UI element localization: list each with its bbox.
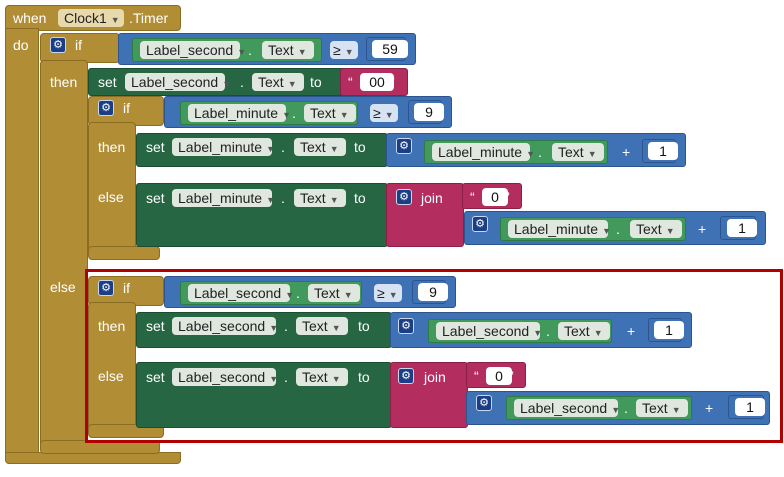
join-keyword: join — [421, 190, 443, 206]
dot-separator: . — [284, 318, 288, 334]
close-quote: ” — [509, 368, 514, 384]
plus-operator: + — [622, 144, 631, 160]
outer-if-rail — [40, 60, 88, 452]
if-keyword: if — [75, 37, 82, 53]
dot-separator: . — [296, 285, 300, 301]
dot-separator: . — [292, 105, 296, 121]
dot-separator: . — [248, 42, 252, 58]
dot-separator: . — [281, 139, 285, 155]
component-dropdown[interactable]: Label_minute▼ — [432, 143, 535, 161]
property-dropdown[interactable]: Text▼ — [558, 322, 610, 340]
property-dropdown[interactable]: Text▼ — [308, 284, 360, 302]
property-dropdown[interactable]: Text▼ — [262, 41, 314, 59]
mutator-gear-icon[interactable]: ⚙ — [398, 318, 414, 334]
join-keyword: join — [424, 369, 446, 385]
mutator-gear-icon[interactable]: ⚙ — [396, 189, 412, 205]
property-dropdown[interactable]: Text▼ — [552, 143, 604, 161]
component-dropdown[interactable]: Label_second▼ — [188, 284, 294, 302]
inner-if-minute-footer — [88, 246, 160, 260]
component-dropdown[interactable]: Label_minute▼ — [172, 138, 275, 156]
component-dropdown[interactable]: Label_second▼ — [172, 317, 278, 335]
mutator-gear-icon[interactable]: ⚙ — [98, 100, 114, 116]
component-dropdown[interactable]: Label_second▼ — [436, 322, 542, 340]
property-dropdown[interactable]: Text▼ — [296, 368, 348, 386]
inner-if-second-rail — [88, 302, 136, 434]
text-value[interactable]: 0 — [482, 188, 508, 206]
property-dropdown[interactable]: Text▼ — [294, 138, 346, 156]
do-keyword: do — [13, 37, 29, 53]
number-value[interactable]: 1 — [727, 219, 757, 237]
plus-operator: + — [698, 221, 707, 237]
then-keyword: then — [98, 318, 126, 334]
number-value[interactable]: 9 — [418, 283, 448, 301]
do-body-rail — [5, 28, 39, 460]
to-keyword: to — [354, 190, 366, 206]
component-dropdown[interactable]: Label_second▼ — [172, 368, 278, 386]
set-keyword: set — [146, 190, 165, 206]
property-dropdown[interactable]: Text▼ — [296, 317, 348, 335]
property-dropdown[interactable]: Text▼ — [304, 104, 356, 122]
highlight-box — [85, 269, 783, 443]
close-quote: ” — [505, 189, 510, 205]
property-dropdown[interactable]: Text▼ — [630, 220, 682, 238]
else-keyword: else — [98, 368, 124, 384]
open-quote: “ — [470, 189, 475, 205]
number-value[interactable]: 1 — [648, 142, 678, 160]
inner-if-minute-rail — [88, 122, 136, 254]
dot-separator: . — [284, 369, 288, 385]
component-dropdown[interactable]: Label_minute▼ — [172, 189, 275, 207]
clock-component-dropdown[interactable]: Clock1▼ — [58, 9, 124, 27]
set-keyword: set — [146, 369, 165, 385]
property-dropdown[interactable]: Text▼ — [636, 399, 688, 417]
property-dropdown[interactable]: Text▼ — [252, 73, 304, 91]
mutator-gear-icon[interactable]: ⚙ — [50, 37, 66, 53]
property-dropdown[interactable]: Text▼ — [294, 189, 346, 207]
set-keyword: set — [146, 139, 165, 155]
when-keyword: when — [13, 10, 47, 26]
text-value[interactable]: 0 — [486, 367, 512, 385]
dot-separator: . — [240, 74, 244, 90]
then-keyword: then — [50, 74, 78, 90]
dot-separator: . — [281, 190, 285, 206]
to-keyword: to — [310, 74, 322, 90]
set-keyword: set — [98, 74, 117, 90]
mutator-gear-icon[interactable]: ⚙ — [396, 138, 412, 154]
timer-event-label: .Timer — [129, 10, 169, 26]
open-quote: “ — [348, 74, 353, 90]
operator-dropdown[interactable]: ≥▼ — [330, 41, 358, 59]
component-dropdown[interactable]: Label_minute▼ — [188, 104, 291, 122]
component-dropdown[interactable]: Label_second▼ — [140, 41, 246, 59]
text-value[interactable]: 00 — [360, 73, 394, 91]
else-keyword: else — [50, 279, 76, 295]
dot-separator: . — [538, 144, 542, 160]
set-keyword: set — [146, 318, 165, 334]
number-value[interactable]: 59 — [372, 40, 408, 58]
mutator-gear-icon[interactable]: ⚙ — [476, 395, 492, 411]
number-value[interactable]: 1 — [735, 398, 765, 416]
close-quote: ” — [390, 74, 395, 90]
mutator-gear-icon[interactable]: ⚙ — [98, 280, 114, 296]
operator-dropdown[interactable]: ≥▼ — [370, 104, 398, 122]
operator-dropdown[interactable]: ≥▼ — [374, 284, 402, 302]
to-keyword: to — [354, 139, 366, 155]
number-value[interactable]: 1 — [654, 321, 684, 339]
plus-operator: + — [627, 323, 636, 339]
then-keyword: then — [98, 139, 126, 155]
dot-separator: . — [546, 323, 550, 339]
if-keyword: if — [123, 280, 130, 296]
open-quote: “ — [474, 368, 479, 384]
dot-separator: . — [624, 400, 628, 416]
number-value[interactable]: 9 — [414, 103, 444, 121]
dot-separator: . — [616, 221, 620, 237]
component-dropdown[interactable]: Label_minute▼ — [508, 220, 611, 238]
else-keyword: else — [98, 189, 124, 205]
if-keyword: if — [123, 100, 130, 116]
component-dropdown[interactable]: Label_second▼ — [514, 399, 620, 417]
plus-operator: + — [705, 400, 714, 416]
to-keyword: to — [358, 318, 370, 334]
component-dropdown[interactable]: Label_second▼ — [125, 73, 231, 91]
mutator-gear-icon[interactable]: ⚙ — [398, 368, 414, 384]
mutator-gear-icon[interactable]: ⚙ — [472, 216, 488, 232]
to-keyword: to — [358, 369, 370, 385]
